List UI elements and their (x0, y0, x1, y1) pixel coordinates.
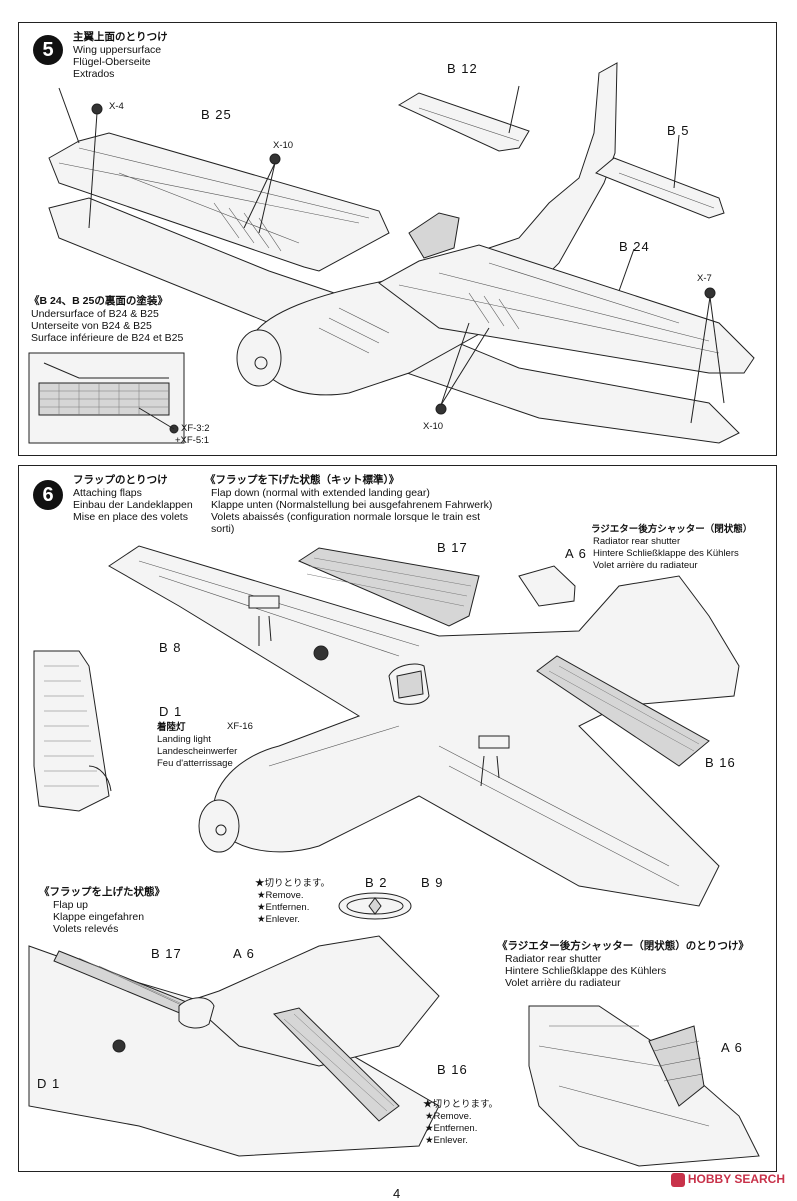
flapup-title-de: Klappe eingefahren (53, 911, 145, 923)
part-xf16: XF-16 (227, 721, 253, 732)
flapup-title-en: Flap up (53, 899, 89, 911)
radattach-title-jp: 《ラジエター後方シャッター（閉状態）のとりつけ》 (497, 940, 749, 952)
step5-panel: 5 主翼上面のとりつけ Wing uppersurface Flügel-Obe… (18, 22, 777, 456)
flapdown-title-fr-2: sorti) (211, 523, 235, 535)
part-b25: B 25 (201, 107, 232, 122)
part-b16: B 16 (705, 755, 736, 770)
page-number: 4 (393, 1186, 401, 1201)
paint-code-xf5: +XF-5:1 (175, 435, 210, 446)
cut2-note-de: ★Entfernen. (425, 1123, 478, 1134)
radiator-title-en: Radiator rear shutter (593, 536, 681, 547)
cut2-note-jp: ★切りとります。 (423, 1099, 499, 1110)
radattach-title-fr: Volet arrière du radiateur (505, 977, 621, 989)
radattach-title-en: Radiator rear shutter (505, 953, 602, 965)
step5-title-fr: Extrados (73, 68, 115, 80)
radiator-title-jp: ラジエター後方シャッター（閉状態） (591, 524, 753, 535)
underside-title-en: Undersurface of B24 & B25 (31, 308, 159, 320)
part-b5: B 5 (667, 123, 690, 138)
step5-title-en: Wing uppersurface (73, 44, 162, 56)
flapup-part-b17: B 17 (151, 946, 182, 961)
step6-flap-illustration (28, 545, 760, 1167)
step6-title-en: Attaching flaps (73, 487, 142, 499)
cut-note-de: ★Entfernen. (257, 902, 310, 913)
step5-wing-illustration (28, 62, 755, 444)
flapdown-title-fr: Volets abaissés (configuration normale l… (211, 511, 481, 523)
step6-number: 6 (33, 480, 63, 510)
watermark-logo-icon (670, 1172, 685, 1187)
part-x4: X-4 (109, 101, 124, 112)
landing-light-jp: 着陸灯 (157, 722, 186, 733)
part-b9: B 9 (421, 875, 444, 890)
flapdown-title-en: Flap down (normal with extended landing … (211, 487, 430, 499)
flapup-title-fr: Volets relevés (53, 923, 119, 935)
part-b17: B 17 (437, 540, 468, 555)
part-d1: D 1 (159, 704, 183, 719)
part-b8: B 8 (159, 640, 182, 655)
landing-light-fr: Feu d'atterrissage (157, 758, 233, 769)
step6-title-jp: フラップのとりつけ (73, 474, 168, 486)
step5-title-de: Flügel-Oberseite (73, 56, 151, 68)
flapup-title-jp: 《フラップを上げた状態》 (39, 886, 165, 898)
radattach-title-de: Hintere Schließklappe des Kühlers (505, 965, 667, 977)
radiator-title-de: Hintere Schließklappe des Kühlers (593, 548, 739, 559)
step5-title-jp: 主翼上面のとりつけ (73, 31, 168, 43)
paint-code-xf3: XF-3:2 (181, 423, 210, 434)
cut-note-jp: ★切りとります。 (255, 878, 331, 889)
step6-title-fr: Mise en place des volets (73, 511, 188, 523)
landing-light-en: Landing light (157, 734, 211, 745)
part-x7: X-7 (697, 273, 712, 284)
flapdown-title-de: Klappe unten (Normalstellung bei ausgefa… (211, 499, 493, 511)
landing-light-de: Landescheinwerfer (157, 746, 238, 757)
part-b24: B 24 (619, 239, 650, 254)
step6-title-de: Einbau der Landeklappen (73, 499, 193, 511)
part-x10-top: X-10 (273, 140, 294, 151)
watermark: HOBBY SEARCH (670, 1172, 785, 1187)
part-b12: B 12 (447, 61, 478, 76)
step6-panel: 6 フラップのとりつけ Attaching flaps Einbau der L… (18, 465, 777, 1172)
part-b2: B 2 (365, 875, 388, 890)
cut2-note-fr: ★Enlever. (425, 1135, 468, 1146)
radattach-part-a6: A 6 (721, 1040, 743, 1055)
underside-title-de: Unterseite von B24 & B25 (31, 320, 152, 332)
watermark-text: HOBBY SEARCH (687, 1172, 785, 1186)
part-x10-bottom: X-10 (423, 421, 444, 432)
flapdown-title-jp: 《フラップを下げた状態（キット標準）》 (205, 474, 400, 486)
flapup-part-a6: A 6 (233, 946, 255, 961)
underside-title-jp: 《B 24、B 25の裏面の塗装》 (29, 295, 168, 307)
cut-note-fr: ★Enlever. (257, 914, 300, 925)
cut2-note-en: ★Remove. (425, 1111, 472, 1122)
flapup-part-b16: B 16 (437, 1062, 468, 1077)
part-a6: A 6 (565, 546, 587, 561)
underside-title-fr: Surface inférieure de B24 et B25 (31, 332, 184, 344)
radiator-title-fr: Volet arrière du radiateur (593, 560, 698, 571)
cut-note-en: ★Remove. (257, 890, 304, 901)
step5-number: 5 (33, 35, 63, 65)
flapup-part-d1: D 1 (37, 1076, 61, 1091)
